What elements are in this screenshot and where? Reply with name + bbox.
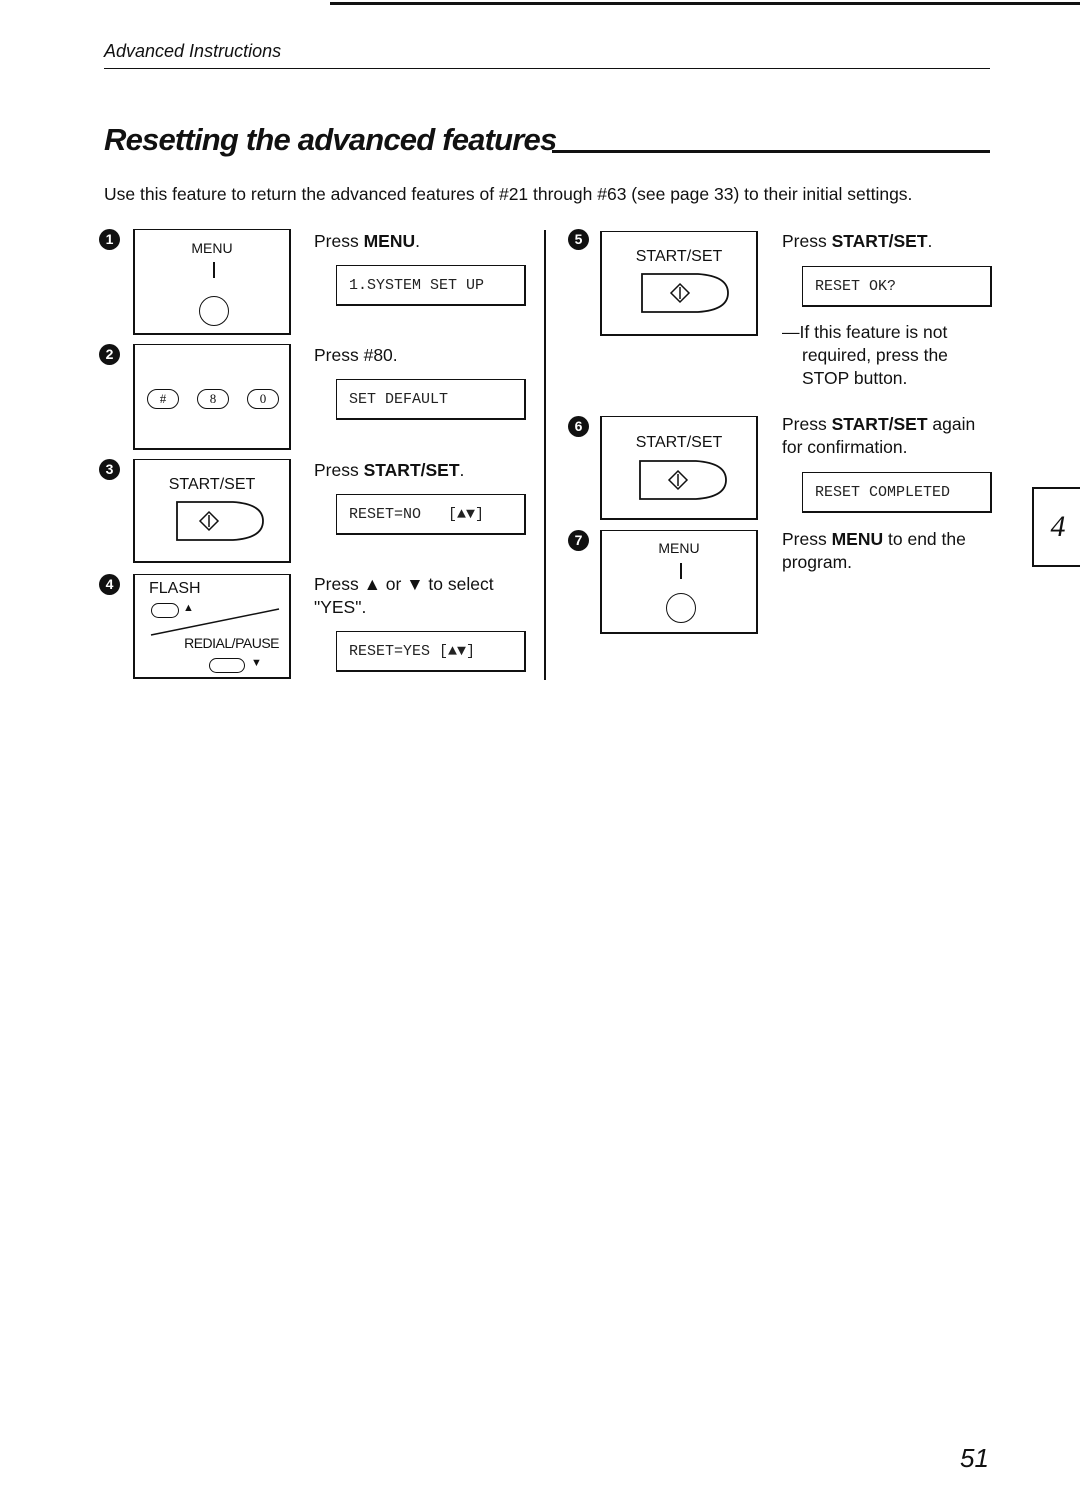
flash-button-icon xyxy=(151,603,179,618)
step-number: 4 xyxy=(99,574,120,595)
step-number: 2 xyxy=(99,344,120,365)
title-rule xyxy=(552,150,990,153)
column-divider xyxy=(544,230,546,680)
step-instruction: Press #80. xyxy=(314,345,398,365)
down-arrow-icon: ▼ xyxy=(251,657,262,669)
start-set-key-label: START/SET xyxy=(635,434,723,451)
start-set-key-label: START/SET xyxy=(635,248,723,265)
header-rule xyxy=(104,68,990,69)
step-instruction: Press START/SET. xyxy=(314,460,465,480)
running-header: Advanced Instructions xyxy=(104,41,282,61)
flash-key-label: FLASH xyxy=(149,580,201,597)
lcd-display: 1.SYSTEM SET UP xyxy=(336,265,526,306)
redial-pause-key-label: REDIAL/PAUSE xyxy=(184,635,279,651)
menu-key-panel: MENU xyxy=(600,530,758,634)
intro-text: Use this feature to return the advanced … xyxy=(104,184,913,204)
page-title: Resetting the advanced features xyxy=(104,122,557,157)
menu-key-panel: MENU xyxy=(133,229,291,335)
hash-key-icon: # xyxy=(147,389,179,409)
step-instruction: Press MENU to end the program. xyxy=(782,529,966,572)
up-arrow-icon: ▲ xyxy=(183,602,194,614)
redial-button-icon xyxy=(209,658,245,673)
menu-key-label: MENU xyxy=(658,540,700,556)
menu-button-icon xyxy=(666,593,696,623)
step-number: 3 xyxy=(99,459,120,480)
menu-button-icon xyxy=(199,296,229,326)
eight-key-icon: 8 xyxy=(197,389,229,409)
chapter-tab: 4 xyxy=(1032,487,1080,567)
start-set-button-icon xyxy=(639,460,727,500)
start-set-button-icon xyxy=(176,501,264,541)
start-set-key-panel: START/SET xyxy=(133,459,291,563)
flash-redial-key-panel: FLASH ▲ REDIAL/PAUSE ▼ xyxy=(133,574,291,679)
step-instruction: Press START/SET. xyxy=(782,231,933,251)
lcd-display: RESET=NO [▲▼] xyxy=(336,494,526,535)
keypad-panel: # 8 0 xyxy=(133,344,291,450)
step-number: 5 xyxy=(568,229,589,250)
start-set-key-label: START/SET xyxy=(168,476,256,493)
start-set-key-panel: START/SET xyxy=(600,231,758,336)
divider-line xyxy=(150,608,280,636)
page-number: 51 xyxy=(960,1443,989,1473)
step-number: 1 xyxy=(99,229,120,250)
step-instruction: Press ▲ or ▼ to select "YES". xyxy=(314,574,494,617)
lcd-display: RESET COMPLETED xyxy=(802,472,992,513)
menu-key-label: MENU xyxy=(191,240,233,256)
lcd-display: SET DEFAULT xyxy=(336,379,526,420)
top-rule xyxy=(330,2,1080,5)
start-set-key-panel: START/SET xyxy=(600,416,758,520)
lcd-display: RESET OK? xyxy=(802,266,992,307)
start-set-button-icon xyxy=(641,273,729,313)
lcd-display: RESET=YES [▲▼] xyxy=(336,631,526,672)
step-number: 7 xyxy=(568,530,589,551)
step-instruction: Press START/SET again for confirmation. xyxy=(782,414,976,457)
step-number: 6 xyxy=(568,416,589,437)
button-stem xyxy=(213,262,215,278)
step-note: —If this feature is not required, press … xyxy=(782,322,948,388)
button-stem xyxy=(680,563,682,579)
step-instruction: Press MENU. xyxy=(314,231,421,251)
zero-key-icon: 0 xyxy=(247,389,279,409)
